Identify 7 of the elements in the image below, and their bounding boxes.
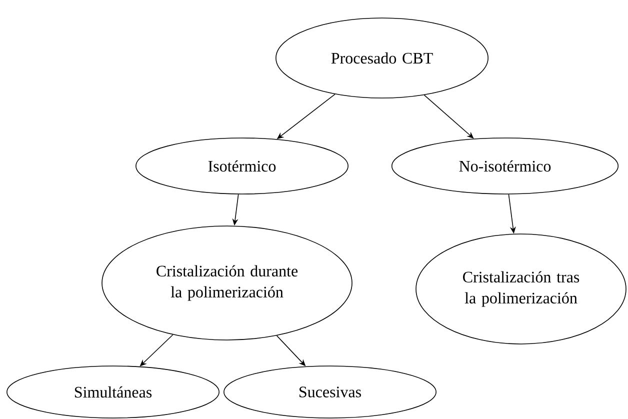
ellipse-node: Sucesivas [224, 366, 436, 418]
ellipse-node: Cristalización tras la polimerización [416, 234, 626, 344]
ellipse-node: Cristalización durante la polimerización [102, 226, 352, 340]
ellipse-node: Simultáneas [6, 366, 220, 418]
ellipse-node: No-isotérmico [391, 138, 619, 194]
ellipse-node: Isotérmico [136, 138, 348, 194]
ellipse-node: Procesado CBT [276, 18, 488, 98]
